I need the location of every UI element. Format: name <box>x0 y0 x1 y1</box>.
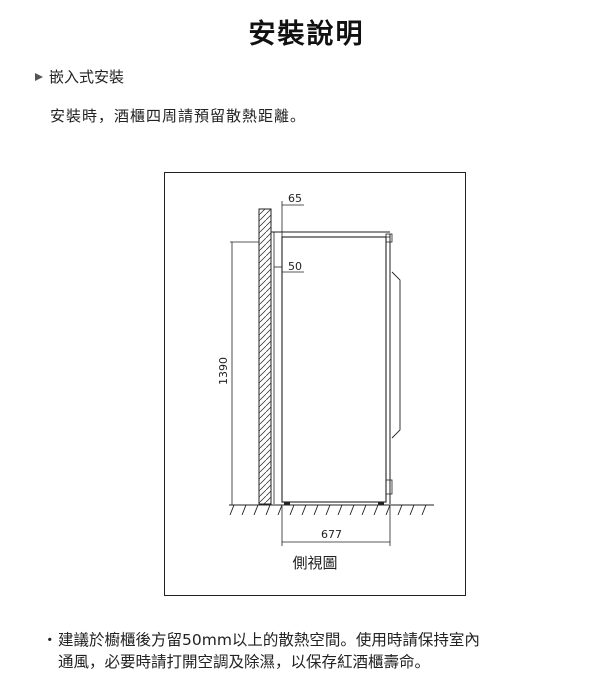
door-hinge-bottom <box>385 479 393 495</box>
dimension-depth <box>281 506 391 546</box>
dimension-height <box>230 241 259 505</box>
section-heading-label: 嵌入式安裝 <box>49 68 125 86</box>
dim-height-label: 1390 <box>217 357 230 385</box>
section-heading: 嵌入式安裝 <box>35 66 124 87</box>
diagram-frame <box>164 172 466 596</box>
dim-top-gap-label: 65 <box>288 192 302 205</box>
note-line-2: 通風，必要時請打開空調及除濕，以保存紅酒櫃壽命。 <box>58 653 431 671</box>
door-hinge-top <box>385 233 393 243</box>
cabinet-foot-front <box>378 502 384 505</box>
cabinet-foot-rear <box>284 502 290 505</box>
note-line-1: 建議於櫥櫃後方留50mm以上的散熱空間。使用時請保持室內 <box>58 631 480 649</box>
dim-side-gap-label: 50 <box>288 260 302 273</box>
diagram-caption: 側視圖 <box>292 554 337 572</box>
floor-hatching <box>229 504 427 516</box>
dimension-side-gap <box>274 260 304 276</box>
side-view-diagram: 65 50 1390 677 側視圖 <box>164 172 466 596</box>
wine-cabinet-body <box>281 236 387 503</box>
dim-depth-label: 677 <box>321 528 342 541</box>
bullet-arrow-icon <box>35 72 43 81</box>
page-title: 安裝說明 <box>248 19 365 50</box>
dimension-top-gap <box>271 201 304 237</box>
door-handle <box>391 271 401 439</box>
instruction-text: 安裝時，酒櫃四周請預留散熱距離。 <box>50 107 307 125</box>
note-bullet: ・ <box>42 631 58 649</box>
cabinet-wall <box>258 208 272 505</box>
